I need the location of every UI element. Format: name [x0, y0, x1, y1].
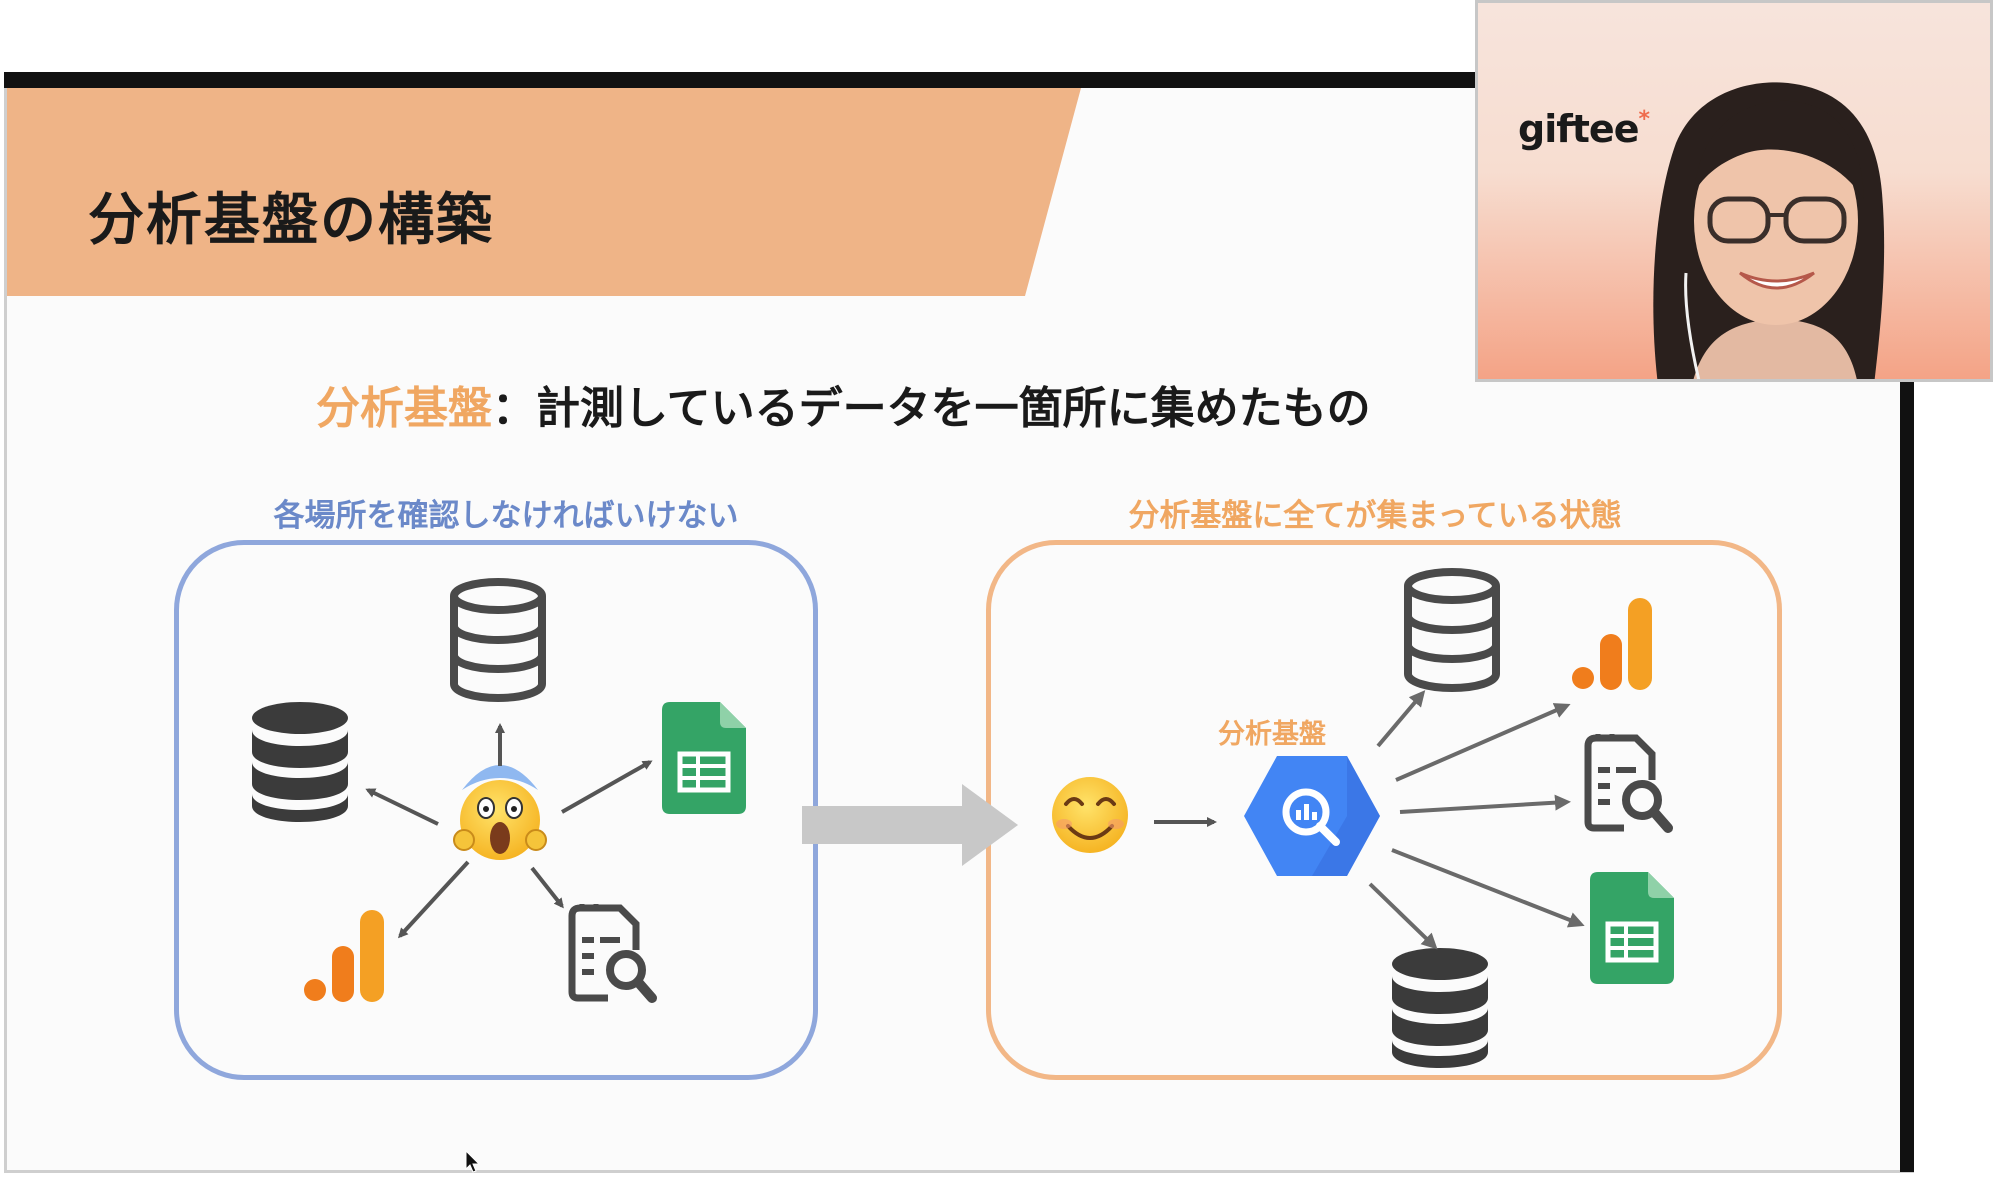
left-analytics-icon [304, 910, 384, 1002]
mouse-cursor-icon [465, 1150, 481, 1173]
slide-top-bar [4, 72, 1914, 88]
slide-bottom-edge [4, 1170, 1914, 1173]
giftee-logo: giftee* [1518, 107, 1650, 151]
right-sheets-icon [1590, 872, 1674, 984]
subtitle-text: ：計測しているデータを一箇所に集めたもの [492, 383, 1371, 434]
left-sheets-icon [662, 702, 746, 814]
left-panel-caption: 各場所を確認しなければいけない [273, 498, 739, 534]
transition-arrow-icon [802, 784, 1018, 866]
right-database-solid-icon [1392, 948, 1488, 1068]
right-panel-caption: 分析基盤に全てが集まっている状態 [1128, 498, 1622, 534]
right-document-search-icon [1588, 734, 1668, 828]
right-arrows [1368, 690, 1585, 950]
subtitle-accent: 分析基盤 [316, 383, 492, 434]
left-arrows [365, 723, 653, 939]
slide-subtitle: 分析基盤：計測しているデータを一箇所に集めたもの [316, 372, 1371, 436]
left-top-database-icon [454, 582, 542, 698]
left-document-search-icon [572, 904, 652, 998]
smiling-face-icon [1052, 777, 1128, 853]
slide-left-edge [4, 72, 7, 1172]
right-top-database-icon [1408, 572, 1496, 688]
bigquery-icon [1244, 756, 1380, 876]
right-analytics-icon [1572, 598, 1652, 690]
slide-title: 分析基盤の構築 [88, 188, 494, 253]
face-screaming-in-fear-icon [453, 765, 547, 860]
webcam-overlay: giftee* [1475, 0, 1993, 382]
title-band [7, 88, 1081, 296]
hub-label: 分析基盤 [1218, 719, 1326, 750]
presenter-video [1653, 82, 1885, 379]
left-database-solid-icon [252, 702, 348, 822]
